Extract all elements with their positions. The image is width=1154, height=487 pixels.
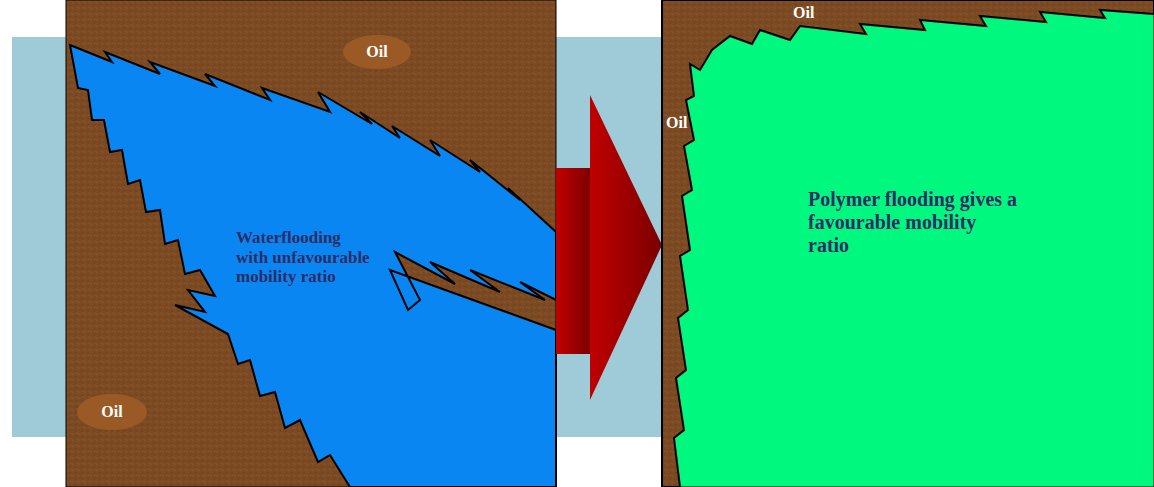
reservoir-rock [66,0,556,487]
oil-label: Oil [793,4,1154,22]
oil-label: Oil [366,43,387,61]
caption-text: Polymer flooding gives a favourable mobi… [808,188,1018,257]
oil-blob: Oil [77,394,147,430]
water-front [70,45,556,487]
oil-label: Oil [101,403,122,421]
residual-oil [662,0,1154,487]
oil-label: Oil [666,114,1154,132]
caption-text: Waterflooding with unfavourable mobility… [236,228,376,287]
polymer-front [662,0,1154,487]
arrow-shaft [556,168,592,354]
oil-blob: Oil [343,35,411,69]
arrow-head [590,95,662,400]
